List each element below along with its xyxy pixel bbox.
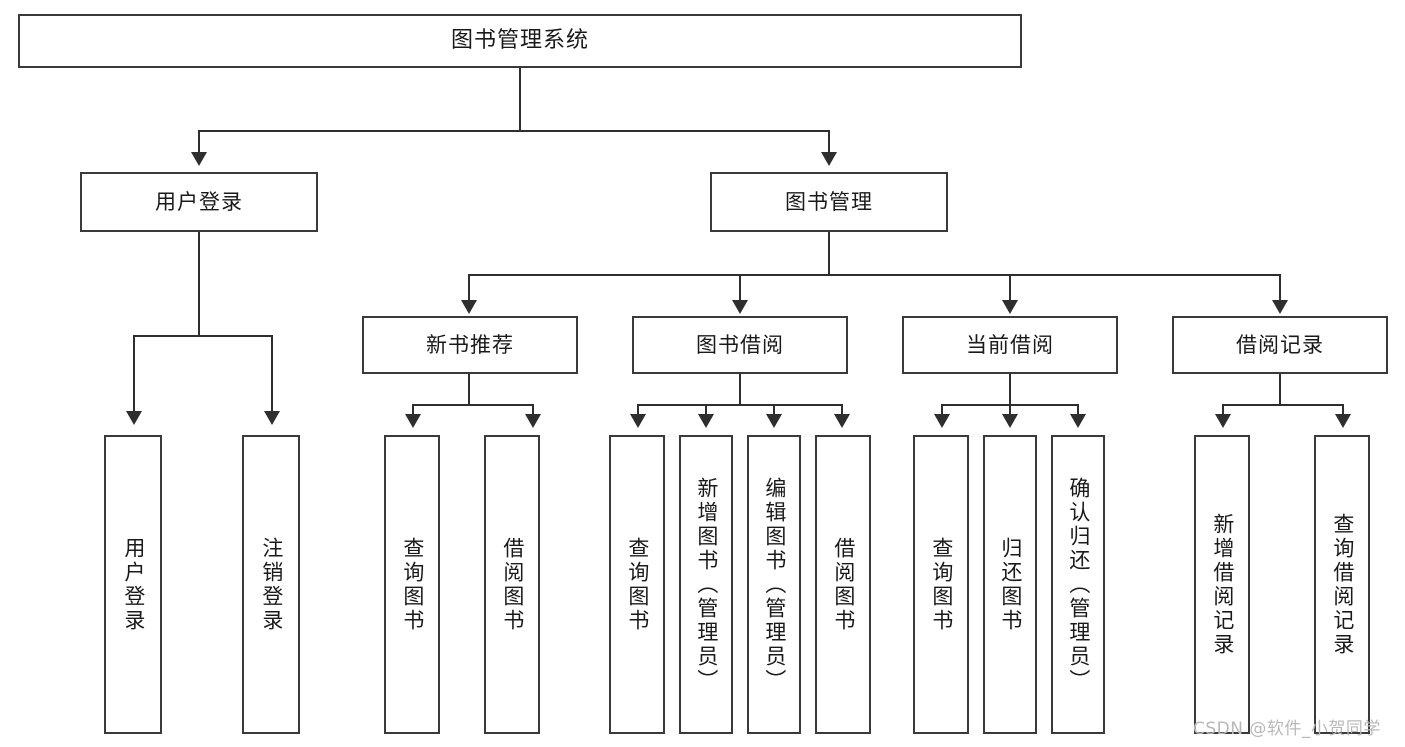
arrow-to-leaf-query-book-1 [405, 414, 421, 428]
connector-leg-leaf-user-login [133, 335, 135, 415]
connector-leg-leaf-borrow-book-2 [841, 404, 843, 418]
arrow-to-leaf-query-book-2 [630, 414, 646, 428]
arrow-to-borrow-record [1272, 300, 1288, 314]
connector-borrow-record-stem [1279, 374, 1281, 404]
node-label: 查询图书 [400, 536, 425, 633]
arrow-to-current-borrow [1002, 300, 1018, 314]
node-label: 用户登录 [121, 536, 146, 633]
connector-leg-leaf-add-book [705, 404, 707, 418]
node-borrow-record[interactable]: 借阅记录 [1172, 316, 1388, 374]
node-new-book-recommend[interactable]: 新书推荐 [362, 316, 578, 374]
arrow-to-leaf-return-book [1002, 414, 1018, 428]
csdn-watermark: CSDN @软件_小贺同学 [1193, 719, 1381, 739]
connector-leg-leaf-query-record [1342, 404, 1344, 418]
arrow-to-book-manage [821, 152, 837, 166]
node-label: 注销登录 [259, 536, 284, 633]
connector-leg-leaf-borrow-book-1 [532, 404, 534, 418]
node-leaf-query-book-2[interactable]: 查询图书 [609, 435, 665, 734]
connector-leg-new-book-recommend [468, 274, 470, 304]
connector-new-book-recommend-stem [468, 374, 470, 404]
connector-leg-borrow-record [1279, 274, 1281, 304]
node-leaf-confirm-return[interactable]: 确认归还（管理员） [1051, 435, 1105, 734]
connector-new-book-recommend-split-bar [412, 404, 534, 406]
connector-book-borrow-split-bar [637, 404, 843, 406]
connector-user-login-stem [198, 232, 200, 337]
connector-leg-leaf-add-record [1222, 404, 1224, 418]
arrow-to-leaf-confirm-return [1070, 414, 1086, 428]
node-label: 编辑图书（管理员） [762, 476, 787, 693]
node-leaf-borrow-book-2[interactable]: 借阅图书 [815, 435, 871, 734]
connector-book-borrow-stem [739, 374, 741, 404]
node-label: 归还图书 [998, 536, 1023, 633]
node-label: 新书推荐 [426, 332, 514, 357]
connector-current-borrow-stem [1009, 374, 1011, 404]
connector-book-manage-split-bar [468, 274, 1280, 276]
connector-leg-leaf-query-book-2 [637, 404, 639, 418]
arrow-to-leaf-query-record [1335, 414, 1351, 428]
node-label: 借阅记录 [1236, 332, 1324, 357]
node-label: 图书借阅 [696, 332, 784, 357]
node-label: 借阅图书 [831, 536, 856, 633]
connector-leg-user-login [198, 130, 200, 156]
connector-user-login-split-bar [133, 335, 272, 337]
node-book-borrow[interactable]: 图书借阅 [632, 316, 848, 374]
node-leaf-add-book[interactable]: 新增图书（管理员） [679, 435, 733, 734]
arrow-to-new-book-recommend [461, 300, 477, 314]
node-leaf-query-record[interactable]: 查询借阅记录 [1314, 435, 1370, 734]
node-current-borrow[interactable]: 当前借阅 [902, 316, 1118, 374]
node-leaf-borrow-book-1[interactable]: 借阅图书 [484, 435, 540, 734]
arrow-to-leaf-user-login [126, 411, 142, 425]
node-label: 查询图书 [625, 536, 650, 633]
arrow-to-leaf-query-book-3 [934, 414, 950, 428]
node-leaf-user-logout[interactable]: 注销登录 [242, 435, 300, 734]
node-label: 查询图书 [929, 536, 954, 633]
node-leaf-return-book[interactable]: 归还图书 [983, 435, 1037, 734]
node-leaf-query-book-3[interactable]: 查询图书 [913, 435, 969, 734]
connector-book-manage-stem [828, 232, 830, 276]
node-label: 当前借阅 [966, 332, 1054, 357]
node-leaf-user-login[interactable]: 用户登录 [104, 435, 162, 734]
arrow-to-leaf-user-logout [264, 411, 280, 425]
arrow-to-leaf-edit-book [766, 414, 782, 428]
node-leaf-add-record[interactable]: 新增借阅记录 [1194, 435, 1250, 734]
arrow-to-book-borrow [732, 300, 748, 314]
connector-root-stem [519, 68, 521, 130]
connector-root-split-bar [198, 130, 830, 132]
node-user-login[interactable]: 用户登录 [80, 172, 318, 232]
connector-leg-current-borrow [1009, 274, 1011, 304]
connector-leg-leaf-user-logout [271, 335, 273, 415]
connector-leg-book-borrow [739, 274, 741, 304]
connector-leg-leaf-query-book-1 [412, 404, 414, 418]
node-label: 图书管理系统 [450, 28, 589, 54]
node-root-system[interactable]: 图书管理系统 [18, 14, 1022, 68]
node-label: 新增图书（管理员） [694, 476, 719, 693]
node-label: 借阅图书 [500, 536, 525, 633]
arrow-to-leaf-add-book [698, 414, 714, 428]
arrow-to-user-login [191, 152, 207, 166]
node-label: 查询借阅记录 [1330, 512, 1355, 657]
node-leaf-edit-book[interactable]: 编辑图书（管理员） [747, 435, 801, 734]
node-book-manage[interactable]: 图书管理 [710, 172, 948, 232]
connector-leg-leaf-edit-book [773, 404, 775, 418]
connector-leg-leaf-confirm-return [1077, 404, 1079, 418]
connector-leg-leaf-query-book-3 [941, 404, 943, 418]
connector-leg-leaf-return-book [1009, 404, 1011, 418]
node-label: 新增借阅记录 [1210, 512, 1235, 657]
arrow-to-leaf-borrow-book-1 [525, 414, 541, 428]
arrow-to-leaf-add-record [1215, 414, 1231, 428]
connector-leg-book-manage [828, 130, 830, 156]
node-label: 确认归还（管理员） [1066, 476, 1091, 693]
node-label: 图书管理 [785, 189, 873, 214]
node-leaf-query-book-1[interactable]: 查询图书 [384, 435, 440, 734]
node-label: 用户登录 [155, 189, 243, 214]
connector-borrow-record-split-bar [1222, 404, 1344, 406]
arrow-to-leaf-borrow-book-2 [834, 414, 850, 428]
